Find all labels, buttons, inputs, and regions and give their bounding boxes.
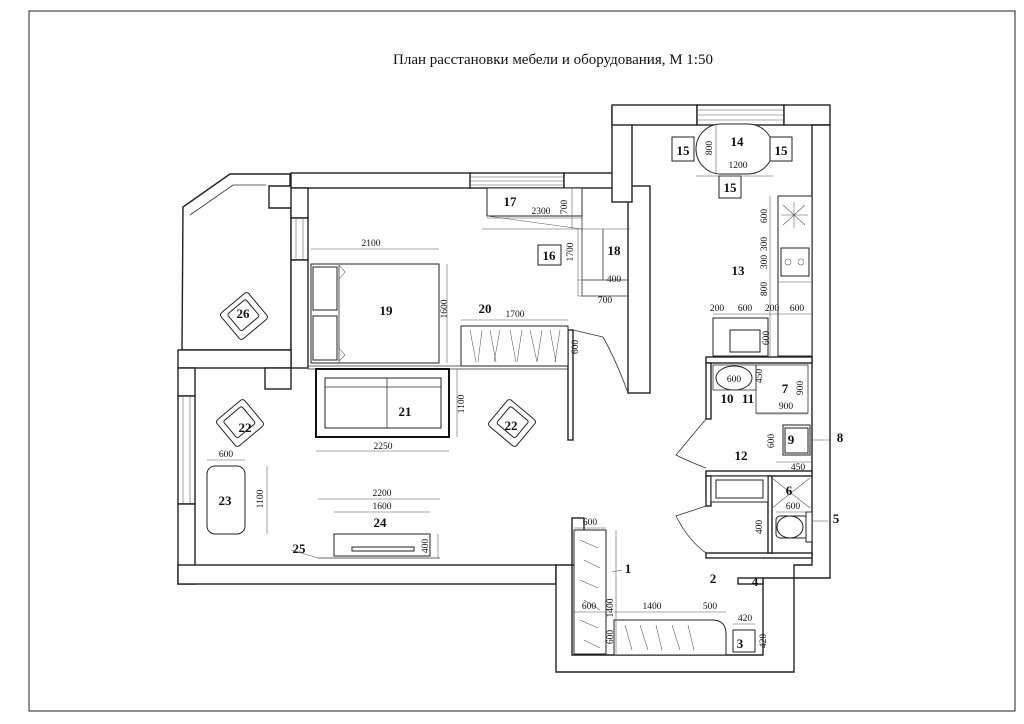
- label-15-right: 15: [775, 143, 789, 158]
- label-6: 6: [786, 483, 793, 498]
- dim-closet-1400: 1400: [643, 602, 662, 612]
- dim-counter-800: 800: [760, 282, 770, 297]
- kitchen-counter: [712, 195, 813, 357]
- hallway-wardrobe: [573, 529, 607, 655]
- label-19: 19: [380, 303, 394, 318]
- armchair-left: [216, 399, 264, 447]
- label-22-left: 22: [239, 420, 252, 435]
- plan-title: План расстановки мебели и оборудования, …: [393, 52, 713, 68]
- bedroom-wardrobe: [460, 325, 569, 367]
- dim-wardrobe20-depth: 600: [571, 340, 581, 355]
- walls: [177, 104, 831, 673]
- pouf: [206, 465, 246, 535]
- dim-shelf-length: 2300: [532, 207, 551, 217]
- dimension-labels: 2100 1600 2300 700 1700 400 700 1700 600…: [219, 141, 806, 649]
- dim-sink-depth: 600: [762, 331, 772, 346]
- label-14: 14: [731, 134, 745, 149]
- label-1: 1: [625, 561, 632, 576]
- dim-tv-stand-depth: 400: [421, 539, 431, 554]
- label-15-left: 15: [677, 143, 691, 158]
- dim-hall-wardrobe-width: 600: [583, 518, 598, 528]
- dim-counter-300b: 300: [760, 255, 770, 270]
- armchair-right: [488, 399, 536, 447]
- dim-counter-200b: 200: [765, 304, 780, 314]
- dimension-lines: [207, 124, 830, 654]
- dim-bath-width: 900: [779, 402, 794, 412]
- dim-washer-width: 450: [791, 463, 806, 473]
- dim-hall-wardrobe-length: 1400: [606, 598, 616, 617]
- dim-counter-600: 600: [760, 209, 770, 224]
- dim-toilet-width: 600: [786, 502, 801, 512]
- chair-right: [769, 136, 793, 162]
- label-16: 16: [543, 248, 557, 263]
- label-13: 13: [732, 263, 746, 278]
- bath-area: [755, 364, 809, 414]
- bed: [310, 263, 440, 364]
- label-26: 26: [237, 306, 251, 321]
- label-20: 20: [479, 301, 492, 316]
- balcony-armchair: [220, 292, 268, 340]
- label-8: 8: [837, 430, 844, 445]
- dim-wardrobe18-depth: 400: [607, 275, 622, 285]
- dim-closet-600: 600: [582, 602, 597, 612]
- dim-pouf-width: 600: [219, 450, 234, 460]
- dim-counter-600a: 600: [738, 304, 753, 314]
- nightstand: [537, 244, 562, 266]
- furniture: [206, 123, 813, 656]
- chair-left: [671, 136, 695, 162]
- label-25: 25: [293, 541, 307, 556]
- dim-cabinet-width: 420: [738, 614, 753, 624]
- dim-wardrobe18-width: 700: [598, 296, 613, 306]
- toilet: [775, 511, 813, 543]
- dim-cabinet-depth: 420: [759, 634, 769, 649]
- dim-tv-zone: 2200: [373, 489, 392, 499]
- dim-wardrobe20-length: 1700: [506, 310, 525, 320]
- dim-counter-200a: 200: [710, 304, 725, 314]
- tv-stand: [333, 533, 431, 557]
- dim-sofa-length: 2250: [374, 442, 393, 452]
- dim-washer-depth: 600: [767, 434, 777, 449]
- dim-shelf-depth: 700: [560, 200, 570, 215]
- sheet-frame: [28, 10, 1016, 712]
- label-5: 5: [833, 511, 840, 526]
- dim-counter-300a: 300: [760, 237, 770, 252]
- dim-basin-depth: 450: [755, 369, 765, 384]
- label-10: 10: [721, 391, 734, 406]
- label-17: 17: [504, 194, 518, 209]
- dim-table-length: 1200: [729, 161, 748, 171]
- label-9: 9: [788, 432, 795, 447]
- dim-bed-length: 2100: [362, 239, 381, 249]
- dim-closet-depth: 600: [606, 630, 616, 645]
- label-11: 11: [742, 391, 754, 406]
- label-21: 21: [399, 404, 412, 419]
- label-3: 3: [737, 636, 744, 651]
- dim-wardrobe18-height: 1700: [566, 242, 576, 261]
- wall-shelf: [486, 187, 583, 217]
- item-numbers: 1 2 3 4 5 6 7 8 9 10 11 12 13 14 15 15 1…: [219, 134, 844, 651]
- label-18: 18: [608, 243, 622, 258]
- sofa: [315, 368, 450, 438]
- dim-closet-500: 500: [703, 602, 718, 612]
- dim-toilet-depth: 400: [755, 520, 765, 535]
- label-23: 23: [219, 493, 233, 508]
- label-12: 12: [735, 448, 748, 463]
- dim-bath-side: 900: [796, 381, 806, 396]
- dim-table-width: 800: [705, 141, 715, 156]
- label-4: 4: [752, 574, 759, 589]
- dim-basin-width: 600: [727, 375, 742, 385]
- small-cabinet: [732, 629, 756, 653]
- dim-pouf-length: 1100: [256, 489, 266, 508]
- label-24: 24: [374, 515, 388, 530]
- label-15-bottom: 15: [724, 180, 738, 195]
- label-2: 2: [710, 571, 717, 586]
- label-22-right: 22: [505, 418, 518, 433]
- bottom-closet: [613, 619, 727, 656]
- dim-sofa-width: 1100: [457, 394, 467, 413]
- dim-counter-600b: 600: [790, 304, 805, 314]
- label-7: 7: [782, 381, 789, 396]
- dim-tv-stand-length: 1600: [373, 502, 392, 512]
- dim-bed-width: 1600: [440, 299, 450, 318]
